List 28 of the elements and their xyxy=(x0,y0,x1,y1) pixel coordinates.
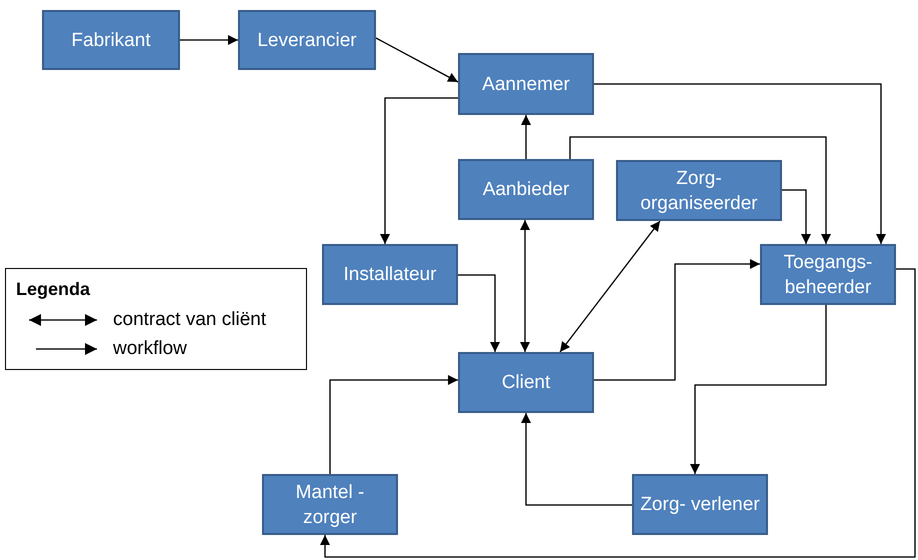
connector-arrow xyxy=(521,413,632,506)
connector-arrow xyxy=(520,220,530,352)
connector-arrow xyxy=(458,274,500,352)
process-box: Client xyxy=(458,352,594,413)
connector-arrow xyxy=(376,37,458,83)
connector-arrow xyxy=(380,97,458,244)
connector-arrow xyxy=(569,136,831,244)
process-box: Mantel - zorger xyxy=(262,474,398,535)
legend-text: contract van cliënt xyxy=(113,309,266,331)
process-box: Zorg- organiseerder xyxy=(616,160,782,221)
process-box: Installateur xyxy=(322,244,458,305)
process-box: Toegangs- beheerder xyxy=(760,244,896,305)
connector-arrow xyxy=(559,220,661,352)
connector-arrow xyxy=(782,189,811,244)
process-box: Leverancier xyxy=(238,10,376,70)
connector-arrow xyxy=(320,268,916,558)
connector-arrow xyxy=(594,259,760,381)
connector-arrow xyxy=(521,115,531,159)
process-box: Zorg- verlener xyxy=(632,474,768,535)
process-box: Fabrikant xyxy=(42,10,180,70)
connector-arrow xyxy=(594,83,886,244)
process-box: Aanbieder xyxy=(458,159,594,220)
legend-title: Legenda xyxy=(16,279,90,300)
connector-arrow xyxy=(329,375,458,474)
legend-text: workflow xyxy=(113,338,187,360)
process-box: Aannemer xyxy=(458,53,594,115)
connector-arrow xyxy=(180,35,238,45)
connector-arrow xyxy=(690,305,827,474)
